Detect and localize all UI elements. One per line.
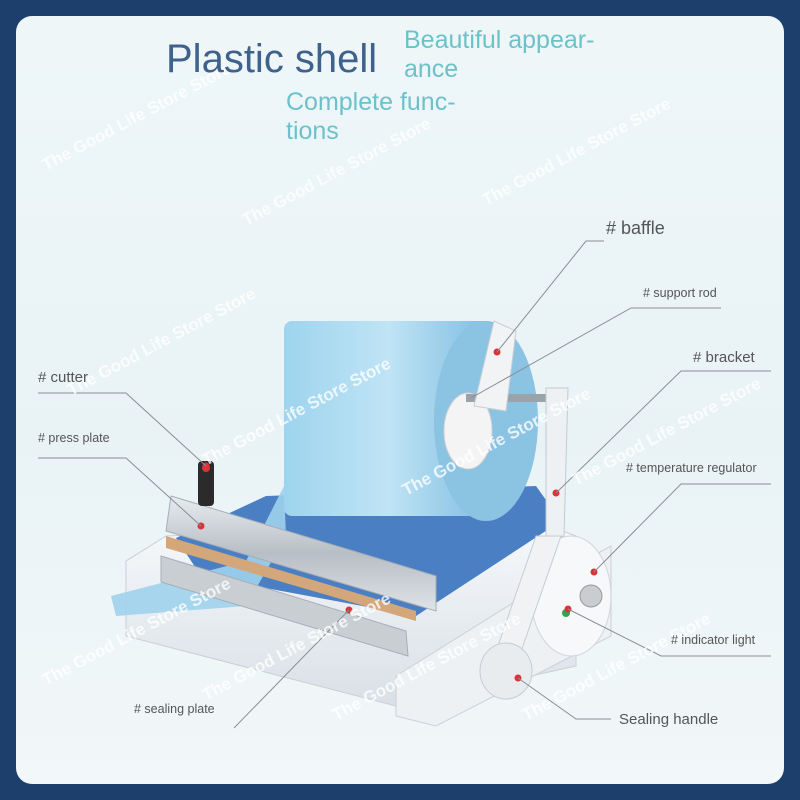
baffle-part <box>473 320 517 412</box>
label-sealing-plate: # sealing plate <box>134 702 215 716</box>
product-illustration: The Good Life Store Store The Good Life … <box>38 59 771 729</box>
cutter-handle <box>198 461 214 506</box>
label-sealing-handle: Sealing handle <box>619 711 719 728</box>
temperature-knob <box>579 584 603 608</box>
headline-plastic-shell: Plastic shell <box>166 37 378 81</box>
label-bracket: # bracket <box>693 349 755 366</box>
sealing-plate-bar <box>160 555 409 657</box>
roll-core <box>443 392 493 470</box>
headline-complete-functions: Complete func- tions <box>286 88 456 145</box>
label-support-rod: # support rod <box>643 286 717 300</box>
handle-grip <box>479 642 533 700</box>
headline-beautiful-appearance: Beautiful appear- ance <box>404 26 595 83</box>
watermark-text: The Good Life Store Store <box>479 94 674 210</box>
leader-lines <box>38 240 771 729</box>
watermark-text: The Good Life Store Store <box>64 284 259 400</box>
bracket-arm <box>545 387 569 542</box>
sealing-strip <box>166 536 416 621</box>
label-press-plate: # press plate <box>38 431 110 445</box>
label-baffle: # baffle <box>606 218 665 238</box>
label-cutter: # cutter <box>38 369 89 386</box>
label-indicator-light: # indicator light <box>671 633 756 647</box>
label-temperature-regulator: # temperature regulator <box>626 461 757 475</box>
support-rod <box>466 394 561 402</box>
product-card: The Good Life Store Store The Good Life … <box>16 16 784 784</box>
press-plate-bar <box>165 495 437 612</box>
